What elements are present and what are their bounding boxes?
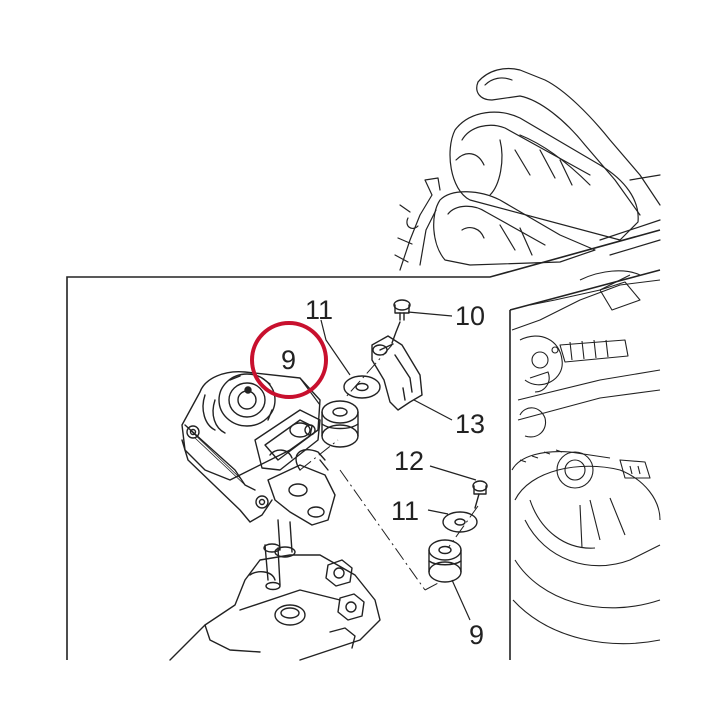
inset-frame xyxy=(66,229,661,660)
callout-label-11-bottom: 11 xyxy=(391,496,420,526)
motorcycle-background-illustration xyxy=(394,67,661,271)
callout-label-12: 12 xyxy=(394,446,425,476)
callout-label-9-bottom: 9 xyxy=(469,620,485,650)
callout-leaders xyxy=(299,311,477,621)
callout-label-9-highlighted: 9 xyxy=(281,345,297,375)
callout-label-13: 13 xyxy=(455,409,486,439)
assembly-centerlines xyxy=(299,344,479,591)
callout-label-10: 10 xyxy=(455,301,486,331)
abs-unit-assembly xyxy=(169,299,488,661)
highlight-circle xyxy=(250,321,328,399)
wheel-detail-illustration xyxy=(511,270,661,645)
callout-label-11-top: 11 xyxy=(305,295,334,325)
